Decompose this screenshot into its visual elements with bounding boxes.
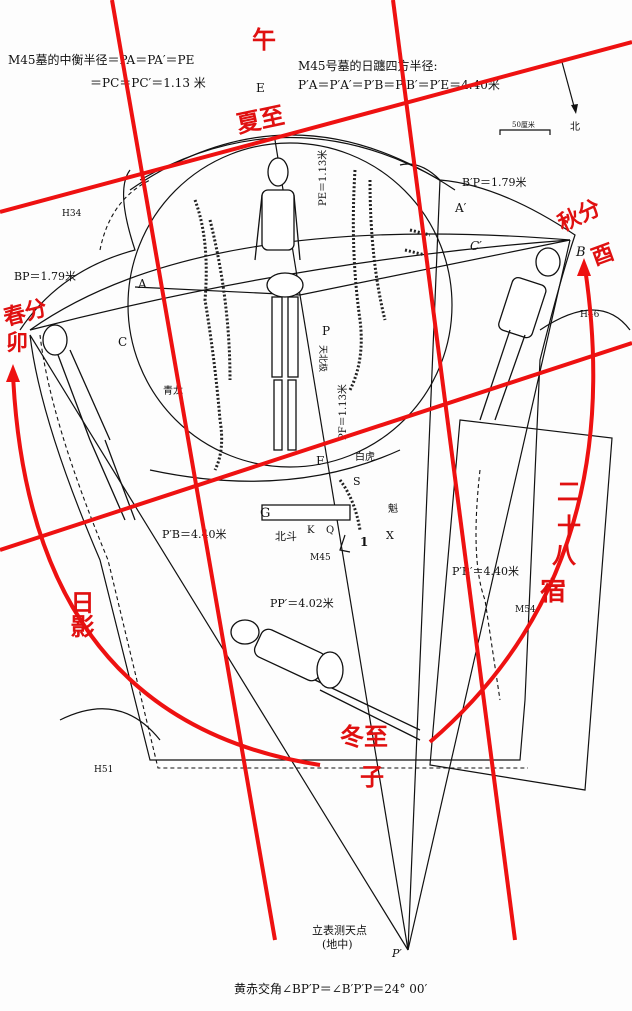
- label-BP-right: B′P＝1.79米: [462, 176, 526, 189]
- north-arrow: [561, 61, 576, 111]
- arc-A-prime: [29, 233, 571, 331]
- point-C-prime: C′: [470, 239, 482, 253]
- point-S: S: [353, 475, 361, 488]
- point-Q: Q: [326, 525, 334, 536]
- annotation-mansions-4: 宿: [540, 576, 566, 607]
- red-overlay: [0, 0, 632, 941]
- point-P-prime: P′: [391, 947, 402, 960]
- label-PE: PE＝1.13米: [316, 150, 329, 206]
- header-left-2: ＝PC＝PC′＝1.13 米: [90, 76, 206, 90]
- dipper-handle: [261, 504, 351, 521]
- dragon-mosaic-body: [208, 219, 232, 381]
- label-PPp: PP′＝4.02米: [270, 597, 334, 610]
- outer-circle: [127, 142, 453, 468]
- header-left-1: M45墓的中衡半径＝PA＝PA′＝PE: [8, 52, 194, 67]
- label-M54: M54: [515, 605, 536, 615]
- annotation-summer-solstice: 夏至: [234, 101, 287, 138]
- red-meridian-left: [110, 0, 277, 941]
- tiger-mosaic-body: [368, 179, 387, 321]
- label-PpB: P′B＝4.40米: [162, 528, 226, 541]
- red-arrowhead-up-right-icon: [577, 258, 591, 276]
- scale-label: 50厘米: [512, 120, 535, 129]
- arc-bottom: [149, 449, 401, 482]
- red-meridian-right: [391, 0, 517, 941]
- label-H34: H34: [62, 209, 82, 219]
- annotation-mansions-1: 二: [557, 478, 581, 506]
- line-Pprime-A: [29, 334, 409, 951]
- east-skeleton: [42, 324, 136, 521]
- tiger-mosaic: [348, 169, 363, 391]
- line-C-B: [29, 239, 571, 331]
- annotation-spring-equinox: 春分: [1, 296, 50, 332]
- annotation-winter-solstice: 冬至: [340, 723, 388, 751]
- point-B: B: [575, 245, 586, 260]
- footer-obliquity: 黄赤交角∠BP′P＝∠B′P′P＝24° 00′: [234, 981, 428, 996]
- north-label: 北: [570, 121, 580, 133]
- annotation-east: 卯: [6, 331, 28, 356]
- line-Pprime-Aprime: [407, 179, 441, 951]
- scale-bar: [499, 129, 551, 135]
- north-arrowhead-icon: [571, 104, 578, 114]
- south-skeleton: [230, 619, 421, 741]
- annotation-west: 酉: [588, 240, 617, 271]
- label-BP-left: BP＝1.79米: [14, 270, 76, 283]
- h46-edge: [539, 309, 631, 331]
- point-P: P: [322, 324, 330, 338]
- red-shadow-arc: [11, 374, 321, 767]
- annotation-noon: 午: [252, 26, 276, 54]
- h34-edge: [19, 169, 136, 331]
- label-beidou: 北斗: [275, 530, 297, 543]
- header-right-2: P′A＝P′A′＝P′B＝P′B′＝P′E＝4.40米: [298, 78, 500, 92]
- label-PpBp: P′B′＝4.40米: [452, 565, 519, 578]
- annotation-autumn-equinox: 秋分: [554, 196, 604, 237]
- label-kui: 魁: [388, 502, 398, 515]
- point-C: C: [118, 335, 127, 349]
- annotation-shadow-1: 日影: [66, 590, 94, 638]
- dipper-j: [339, 534, 351, 553]
- gnomon-label-2: (地中): [322, 938, 353, 951]
- dragon-mosaic: [193, 199, 224, 471]
- line-P-Pprime: [299, 294, 409, 951]
- label-PF: PF＝1.13米: [336, 384, 349, 440]
- red-mansions-arc: [428, 267, 596, 744]
- diagram-labels: M45墓的中衡半径＝PA＝PA′＝PE ＝PC＝PC′＝1.13 米 M45号墓…: [8, 52, 600, 996]
- red-parallel-bottom: [0, 341, 632, 552]
- annotation-north-zi: 子: [360, 763, 384, 791]
- line-A-P-B: [134, 239, 571, 296]
- label-tianbeiji: 天北极: [317, 345, 329, 372]
- m54-outline: [429, 419, 613, 791]
- dipper-bowl: [338, 479, 362, 531]
- red-parallel-top: [0, 40, 632, 214]
- tiger-legs: [404, 228, 431, 257]
- header-right-1: M45号墓的日躔四方半径:: [298, 58, 438, 73]
- h34-dashed: [99, 179, 151, 251]
- label-baihu: 白虎: [355, 450, 375, 463]
- point-A-prime: A′: [454, 201, 467, 215]
- line-Pprime-B: [407, 239, 571, 951]
- point-K: K: [307, 525, 315, 536]
- point-E: E: [256, 81, 265, 95]
- label-M45: M45: [310, 553, 331, 563]
- point-X: X: [386, 529, 394, 542]
- h51-edge: [59, 708, 161, 741]
- point-F: F: [316, 454, 324, 468]
- gnomon-label-1: 立表测天点: [312, 923, 367, 937]
- point-A: A: [137, 277, 147, 291]
- red-arrowhead-up-left-icon: [6, 364, 20, 382]
- west-skeleton: [479, 247, 561, 421]
- central-skeleton: [254, 157, 304, 451]
- annotation-mansions-2: 十: [557, 513, 581, 541]
- point-1: 1: [360, 535, 368, 549]
- m54-dashed: [475, 469, 501, 701]
- annotation-mansions-3: 八: [552, 541, 577, 569]
- tomb-drawing: [19, 61, 631, 951]
- point-G: G: [260, 506, 270, 521]
- label-H51: H51: [94, 765, 113, 775]
